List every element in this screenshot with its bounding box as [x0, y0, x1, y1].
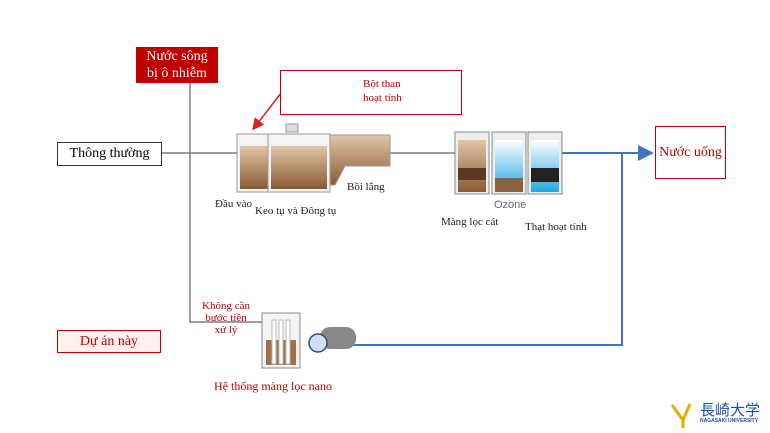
note-line2: bước tiền	[205, 312, 247, 324]
blue-pipes	[330, 145, 654, 346]
nano-module	[261, 312, 301, 369]
sand-filter-label: Màng lọc cát	[441, 216, 499, 228]
carbon-powder-box: Bột than hoạt tính	[280, 70, 462, 115]
filters	[454, 131, 563, 195]
source-line1: Nước sông	[146, 49, 208, 64]
settling-label: Bồi lắng	[347, 181, 385, 193]
gray-pipes	[161, 82, 455, 323]
carbon-filter-label: Thạt hoạt tính	[525, 221, 587, 233]
drinking-water-box: Nước uống	[655, 126, 726, 179]
note-line1: Không cần	[202, 300, 250, 312]
logo-subtext: NAGASAKI UNIVERSITY	[700, 418, 759, 424]
source-line2: bị ô nhiễm	[147, 66, 207, 81]
inlet-label: Đầu vào	[215, 198, 252, 210]
logo-text: 長崎大学	[700, 401, 761, 419]
conventional-label: Thông thường	[57, 142, 162, 166]
no-pretreatment-note: Không cần bước tiền xử lý	[196, 300, 256, 336]
this-project-label: Dự án này	[57, 330, 161, 353]
pump-icon	[308, 327, 356, 353]
coagulation-label: Keo tụ và Đông tụ	[255, 205, 337, 217]
source-river-box: Nước sông bị ô nhiễm	[136, 47, 218, 83]
carbon-line2: hoạt tính	[363, 92, 402, 104]
ozone-label: Ozone	[494, 199, 527, 211]
treatment-tanks	[236, 123, 391, 193]
carbon-line1: Bột than	[363, 78, 401, 90]
nano-system-label: Hệ thống màng lọc nano	[214, 379, 332, 393]
logo-mark	[670, 403, 692, 428]
carbon-arrow	[252, 87, 286, 131]
note-line3: xử lý	[214, 324, 238, 336]
